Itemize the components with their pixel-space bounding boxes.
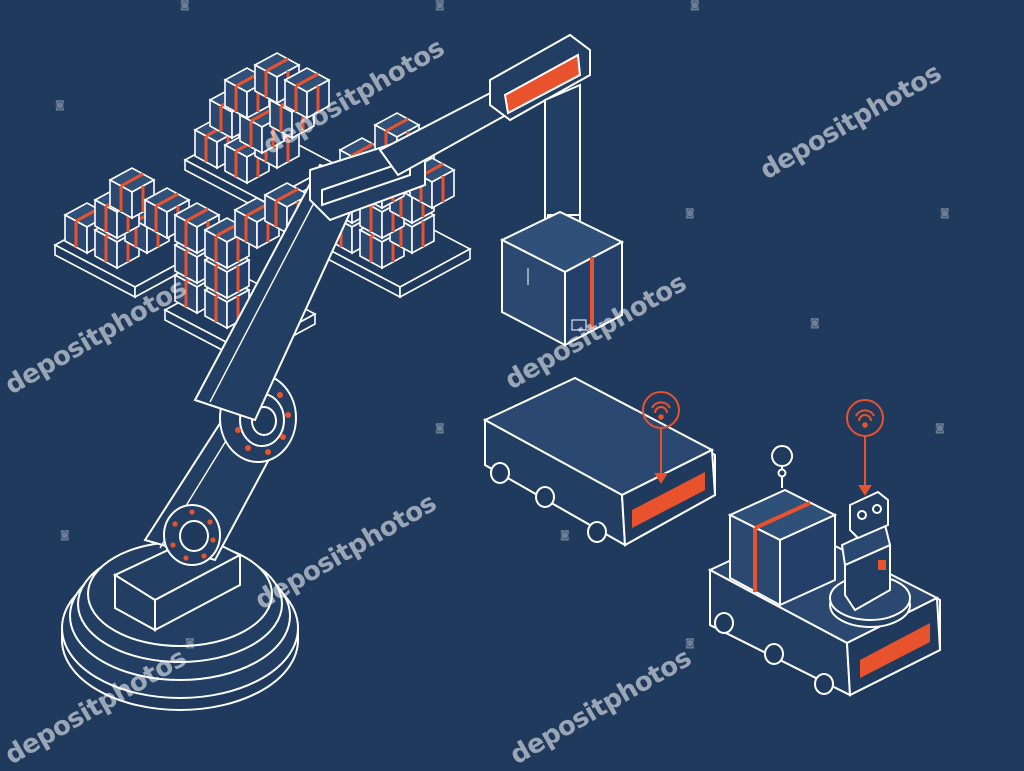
- agv-loaded: [707, 399, 942, 697]
- robot-arm: [61, 33, 625, 711]
- agv-empty-wheels: [490, 462, 607, 543]
- agv-cargo-box: [727, 488, 838, 607]
- agv-loaded-wheels: [714, 612, 834, 695]
- wifi-signal-icon: [642, 391, 680, 484]
- robot-arm-shoulder-joint: [163, 504, 221, 566]
- gripped-box: [499, 210, 625, 347]
- agv-empty: [482, 376, 717, 547]
- location-pin-icon: [771, 445, 794, 489]
- service-robot: [829, 490, 911, 628]
- wifi-signal-icon: [846, 399, 884, 496]
- robotic-warehouse-scene: [54, 33, 942, 711]
